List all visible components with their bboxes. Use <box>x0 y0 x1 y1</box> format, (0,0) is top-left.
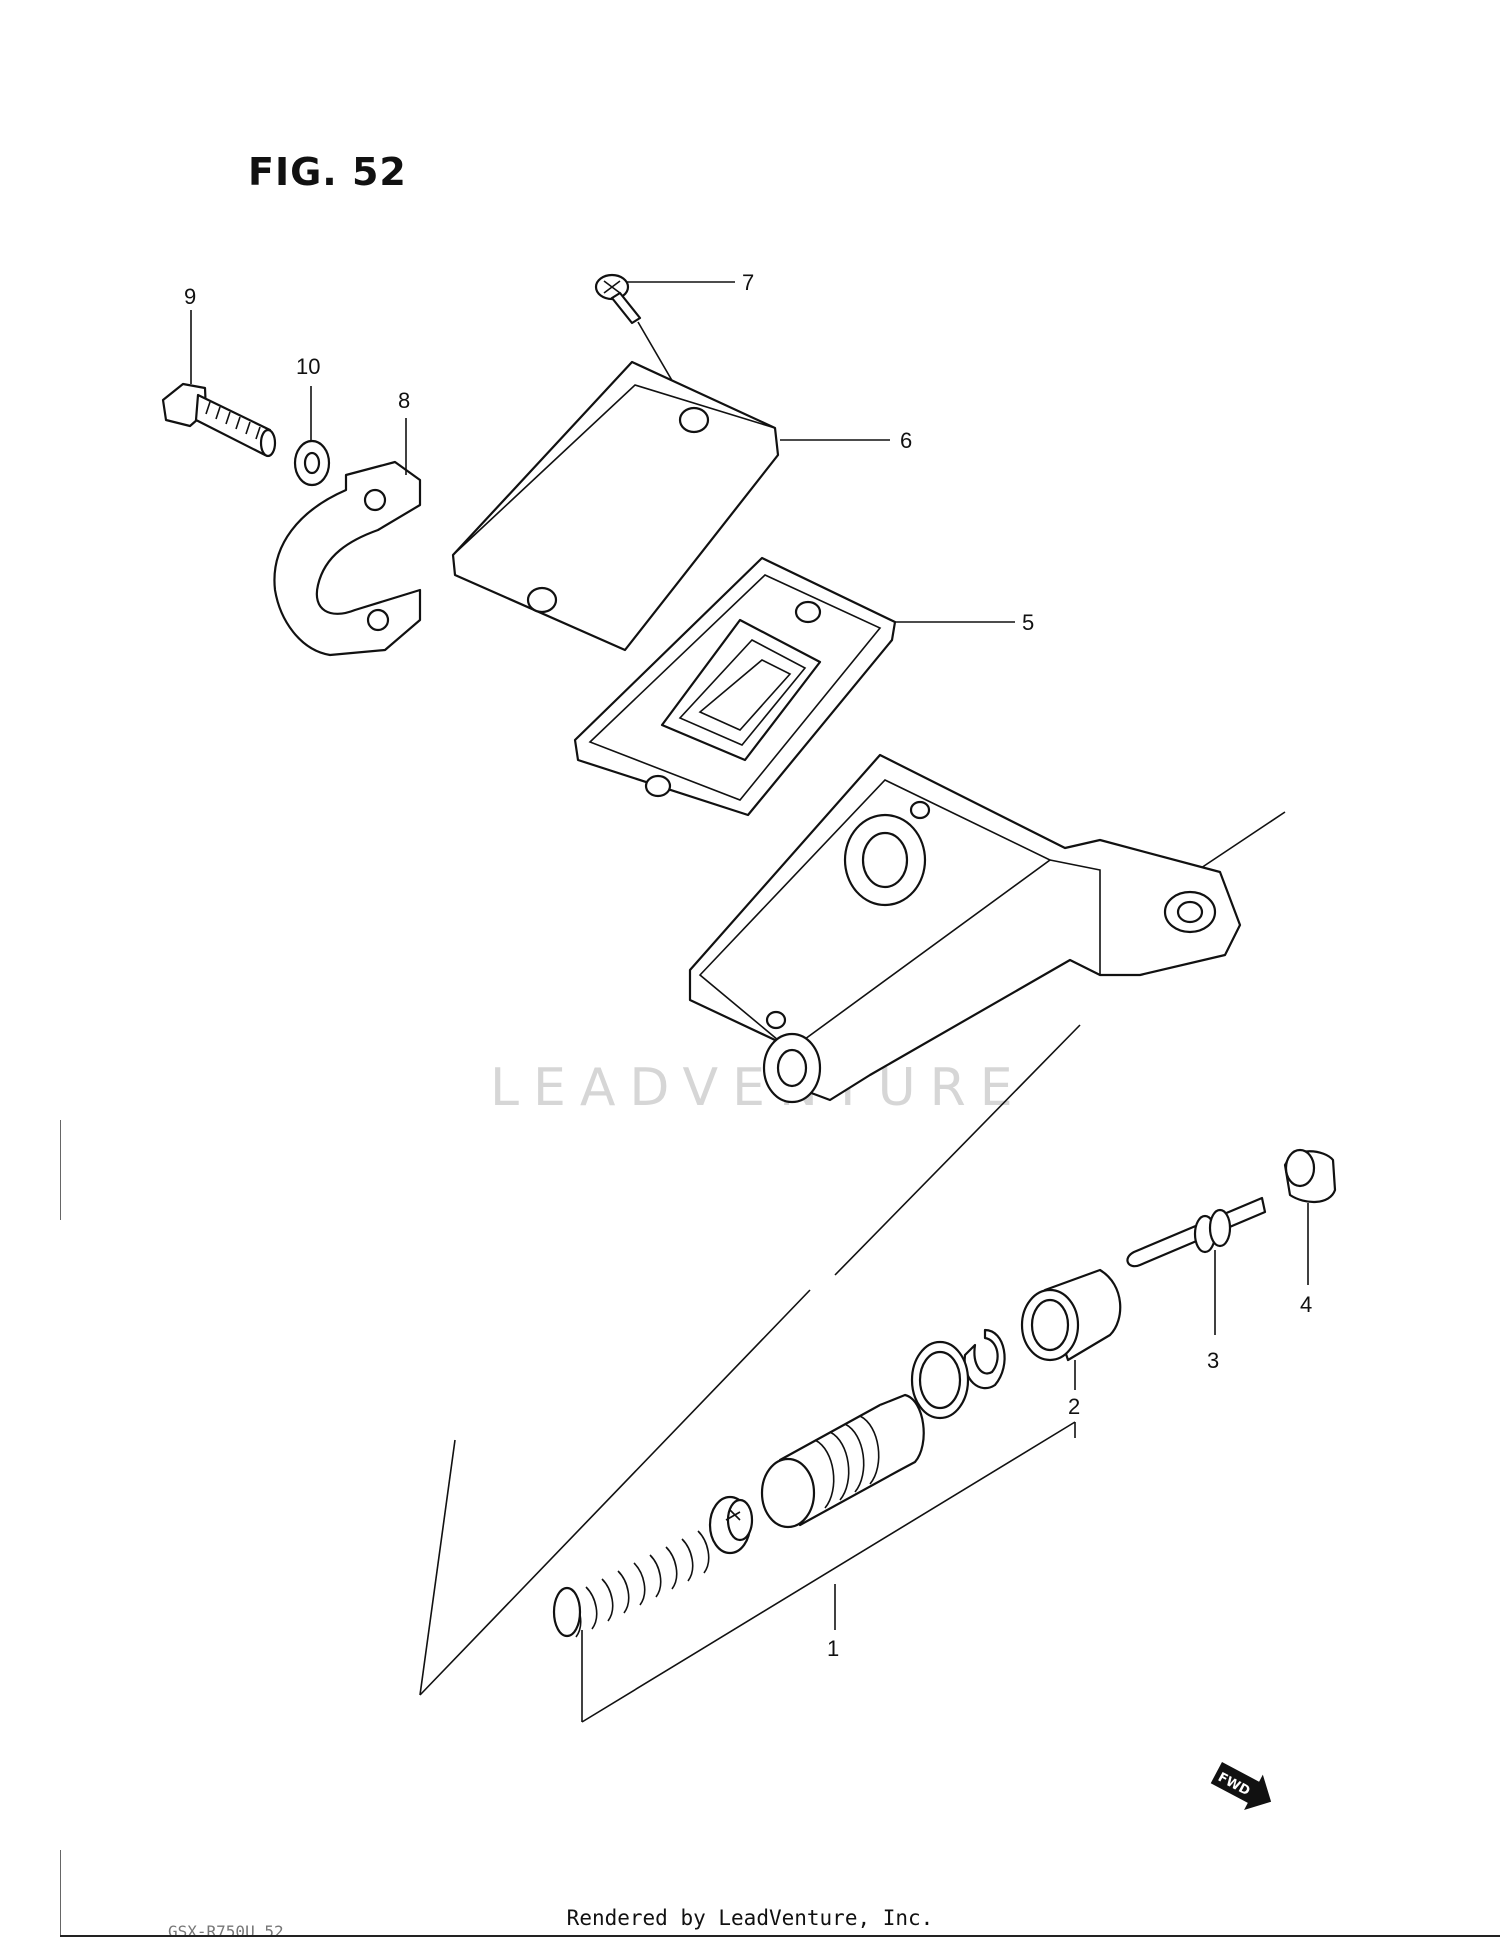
master-cylinder-body <box>688 753 1242 1104</box>
assembly-guide-lines <box>419 811 1286 1696</box>
callout-8: 8 <box>398 388 410 413</box>
scan-mark <box>60 1850 61 1935</box>
primary-cup <box>708 1495 754 1555</box>
part-4-boot <box>1283 1148 1337 1203</box>
scan-mark <box>60 1120 61 1220</box>
part-6-reservoir-cap <box>451 360 780 652</box>
part-10-washer <box>293 439 331 487</box>
callout-labels: 9 10 8 7 6 5 2 3 4 1 <box>184 270 1312 1661</box>
callout-2: 2 <box>1068 1394 1080 1419</box>
arrow-icon <box>1210 1762 1272 1810</box>
part-5-diaphragm <box>573 556 897 817</box>
page-bottom-rule <box>60 1935 1500 1937</box>
callout-4: 4 <box>1300 1292 1312 1317</box>
part-9-bolt <box>161 382 277 458</box>
footer-credit: Rendered by LeadVenture, Inc. <box>566 1906 934 1930</box>
callout-9: 9 <box>184 284 196 309</box>
part-3-pushrod <box>1126 1196 1267 1268</box>
part-2-cup <box>1020 1268 1122 1362</box>
piston <box>760 1393 925 1529</box>
callout-7: 7 <box>742 270 754 295</box>
callout-1: 1 <box>827 1636 839 1661</box>
callout-6: 6 <box>900 428 912 453</box>
callout-5: 5 <box>1022 610 1034 635</box>
fwd-arrow-badge: FWD <box>1210 1762 1272 1810</box>
leader-lines <box>190 281 1309 1723</box>
part-8-clamp <box>273 460 422 657</box>
callout-3: 3 <box>1207 1348 1219 1373</box>
spring <box>552 1530 710 1638</box>
figure-title: FIG. 52 <box>248 150 407 194</box>
circlip-and-oring <box>910 1328 1006 1420</box>
callout-10: 10 <box>296 354 320 379</box>
watermark-text: LEADVENTURE <box>490 1058 1027 1118</box>
